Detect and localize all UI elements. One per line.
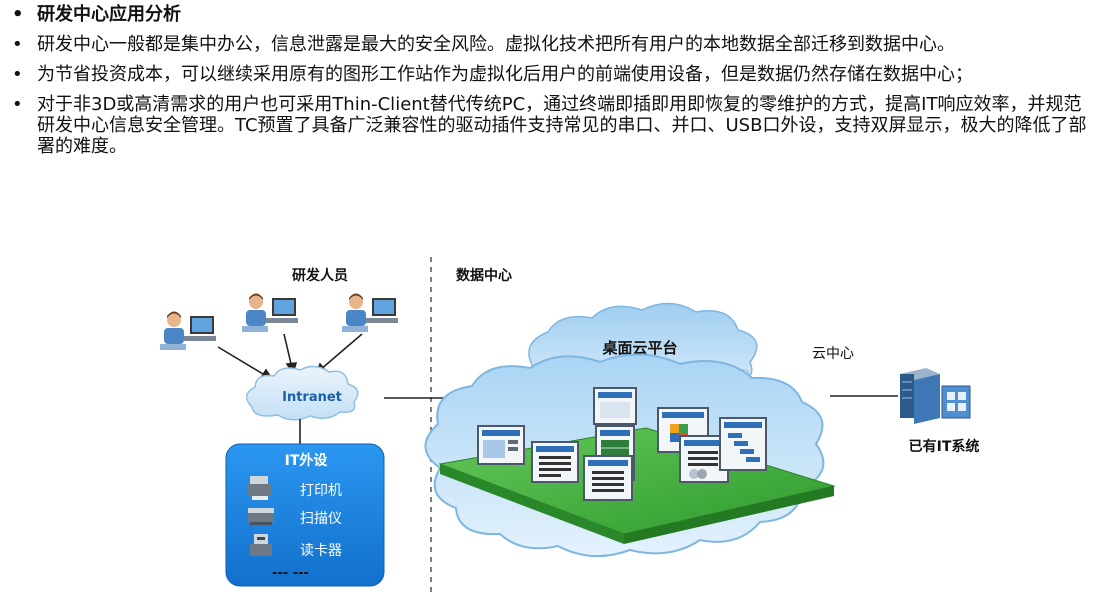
developer-workstation-icon [342, 293, 398, 332]
printer-label: 打印机 [300, 482, 342, 499]
bullet-text: 为节省投资成本，可以继续采用原有的图形工作站作为虚拟化后用户的前端使用设备，但是… [37, 64, 973, 85]
desktop-cloud-label: 桌面云平台 [601, 339, 677, 357]
card-reader-icon [250, 534, 272, 556]
bullet-text: 对于非3D或高清需求的用户也可采用Thin-Client替代传统PC，通过终端即… [37, 94, 1087, 157]
bullet-dot: • [12, 34, 23, 55]
bullet-item: • 为节省投资成本，可以继续采用原有的图形工作站作为虚拟化后用户的前端使用设备，但… [10, 64, 1090, 85]
architecture-diagram: 研发人员 数据中心 [140, 252, 1020, 597]
data-center-label: 数据中心 [456, 267, 512, 284]
diagram-canvas: 研发人员 数据中心 [160, 257, 980, 597]
existing-it-label: 已有IT系统 [909, 438, 980, 455]
scanner-label: 扫描仪 [300, 511, 342, 527]
virtual-desktop-icon [719, 417, 767, 471]
bullet-dot: • [12, 4, 24, 25]
card-reader-label: 读卡器 [300, 542, 342, 559]
bullet-list: • 研发中心应用分析 • 研发中心一般都是集中办公，信息泄露是最大的安全风险。虚拟化… [10, 4, 1090, 166]
intranet-label: Intranet [282, 390, 342, 405]
virtual-desktop-icon [477, 425, 525, 465]
it-peripherals-title: IT外设 [285, 452, 329, 469]
virtual-desktop-icon [593, 387, 637, 425]
server-icon [900, 368, 971, 424]
bullet-dot: • [12, 94, 23, 115]
bullet-text: 研发中心应用分析 [37, 4, 181, 25]
bullet-dot: • [12, 64, 23, 85]
printer-icon [248, 476, 272, 500]
virtual-desktop-icon [531, 441, 579, 483]
ellipsis: --- --- [272, 566, 309, 581]
bullet-text: 研发中心一般都是集中办公，信息泄露是最大的安全风险。虚拟化技术把所有用户的本地数… [37, 34, 955, 55]
intranet-cloud: Intranet [246, 365, 359, 421]
dev-people-label: 研发人员 [292, 267, 348, 284]
bullet-item: • 对于非3D或高清需求的用户也可采用Thin-Client替代传统PC，通过终端… [10, 94, 1090, 157]
bullet-item: • 研发中心一般都是集中办公，信息泄露是最大的安全风险。虚拟化技术把所有用户的本地… [10, 34, 1090, 55]
virtual-desktop-icon [583, 455, 633, 501]
developer-workstation-icon [160, 311, 216, 350]
developer-workstation-icon [242, 293, 298, 332]
cloud-center-label: 云中心 [812, 346, 854, 362]
scanner-icon [248, 508, 274, 525]
it-peripherals-box: IT外设 打印机 扫描仪 读卡器 --- --- [225, 443, 385, 587]
bullet-heading: • 研发中心应用分析 [10, 4, 1090, 25]
